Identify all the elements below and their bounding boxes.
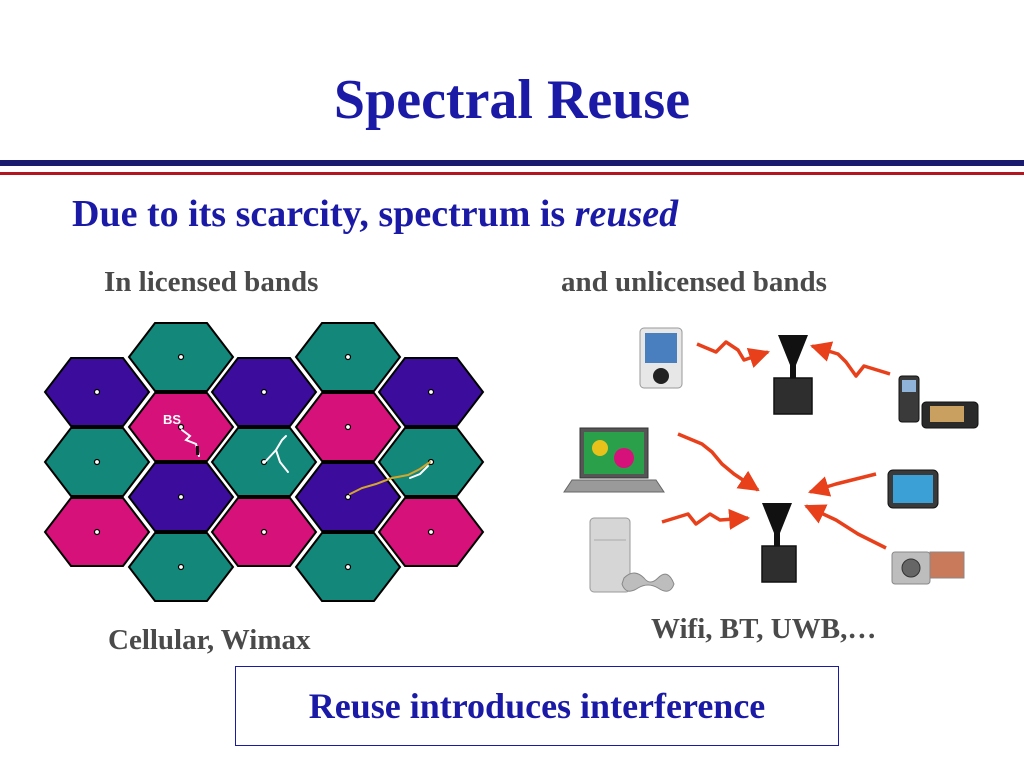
slide-phone-icon — [921, 401, 979, 429]
interference-trace — [349, 461, 431, 495]
base-station-label: BS — [163, 412, 181, 427]
media-player-icon — [639, 327, 683, 389]
mobile-handset-1 — [196, 446, 199, 455]
subtitle-text: Due to its scarcity, spectrum is — [72, 193, 575, 235]
base-station-dot — [93, 388, 101, 396]
subtitle-emphasis: reused — [574, 193, 679, 235]
access-point-bottom — [761, 503, 797, 583]
link-console-to-ap — [661, 508, 751, 530]
base-station-dot — [260, 528, 268, 536]
unlicensed-caption: Wifi, BT, UWB,… — [651, 613, 877, 645]
base-station-dot — [344, 353, 352, 361]
link-camera-to-ap — [804, 504, 887, 550]
title-rule-navy — [0, 160, 1024, 166]
base-station-dot — [93, 528, 101, 536]
gps-navigator-icon — [887, 469, 939, 509]
laptop-icon — [563, 427, 665, 493]
slide-subtitle: Due to its scarcity, spectrum is reused — [72, 193, 679, 236]
link-gps-to-ap — [807, 472, 877, 497]
link-phone-to-ap — [809, 341, 891, 378]
base-station-dot — [427, 528, 435, 536]
base-station-dot — [177, 423, 185, 431]
licensed-caption: Cellular, Wimax — [108, 624, 311, 656]
digital-camera-icon — [891, 551, 965, 585]
mobile-traces — [181, 429, 431, 495]
game-console-icon — [589, 517, 675, 593]
base-station-dot — [177, 353, 185, 361]
access-point-top — [773, 335, 813, 415]
mobile-trace-3 — [409, 465, 429, 479]
cellular-cell-grid — [43, 322, 485, 602]
base-station-dot — [344, 423, 352, 431]
base-station-dot — [260, 388, 268, 396]
licensed-heading: In licensed bands — [104, 266, 319, 298]
base-station-dot — [177, 493, 185, 501]
base-station-dot — [427, 388, 435, 396]
flip-phone-icon — [898, 375, 920, 423]
unlicensed-heading: and unlicensed bands — [561, 266, 827, 298]
title-rule-red — [0, 172, 1024, 175]
mobile-trace-2 — [264, 435, 289, 473]
base-station-dot — [344, 563, 352, 571]
link-player-to-ap — [696, 340, 770, 368]
base-station-dot — [344, 493, 352, 501]
link-laptop-to-ap — [677, 432, 760, 492]
interference-callout: Reuse introduces interference — [235, 666, 839, 746]
slide-title: Spectral Reuse — [333, 69, 691, 131]
wireless-links — [661, 340, 891, 550]
base-station-dot — [93, 458, 101, 466]
base-station-dot — [177, 563, 185, 571]
